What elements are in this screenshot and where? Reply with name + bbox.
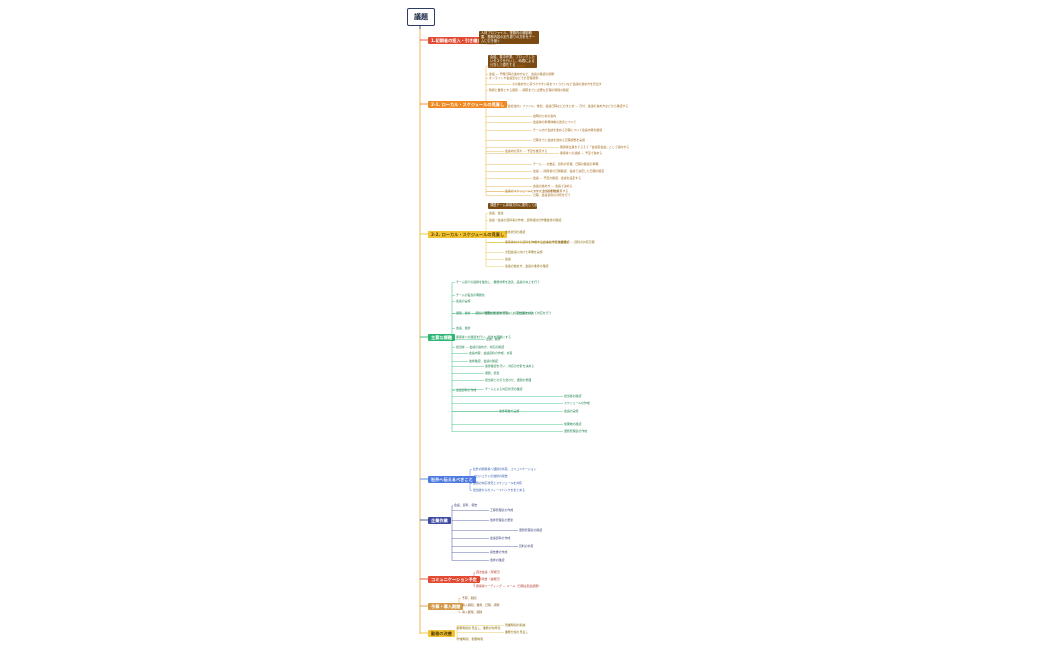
b2-leaf-1[interactable]: 会議 — 予備日程の進め方など、会議の確認の調整	[489, 72, 555, 76]
b3-leaf-6[interactable]: 次回会議に向けた準備を実施	[505, 250, 543, 254]
b2-leaf-5[interactable]: 「会社案内」ファイル、参加、会議日程などのまとめ — 日付、会議の進め方などから…	[505, 104, 629, 108]
b2-leaf-16[interactable]: 会議内の流れ — 予定を確定する	[505, 149, 548, 153]
b5-leaf-3[interactable]: 担当者からのフィードバックをまとめる	[473, 488, 525, 492]
b9-leaf-0[interactable]: 勤務時間の見直し、業務の効率化	[457, 626, 501, 630]
b7-leaf-2[interactable]: 関係者ミーティング — メール（日程は別途調整）	[476, 584, 542, 588]
b6-leaf-2[interactable]: 進捗管理表の更新	[490, 518, 514, 522]
branch-1-sub: 人材配置表	[481, 41, 496, 45]
b3-leaf-1[interactable]: 会議・会議の資料案の作成、資料検討の作業進捗の確認、	[489, 218, 565, 222]
b6-leaf-0[interactable]: 会議、資料、報告	[454, 503, 478, 507]
branch-5[interactable]: 社外へ伝えるべきこと	[428, 476, 476, 483]
b2-leaf-6[interactable]: 説明のための案内	[533, 114, 557, 118]
b2-leaf-7[interactable]: 会議体の準備体制の改善について	[533, 120, 577, 124]
branch-3-note: 課題チーム体制方向に優先して設定する	[488, 203, 548, 209]
b4-leaf-16[interactable]: 進捗報告の実施	[499, 409, 520, 413]
b5-leaf-2[interactable]: 課題の対応状況とスケジュールを共有	[473, 481, 522, 485]
b9-leaf-3[interactable]: 作業時間、勤務時間	[457, 637, 484, 641]
b4-leaf-18[interactable]: スケジュールの作成	[564, 401, 590, 405]
b9-leaf-2[interactable]: 業務分担の見直し	[505, 630, 529, 634]
b2-leaf-18[interactable]: 会議のスケジュールについて会議資料を共有する	[505, 189, 569, 193]
b6-leaf-7[interactable]: 進捗の確認	[490, 558, 505, 562]
b6-leaf-3[interactable]: 会議資料の作成	[490, 536, 511, 540]
b2-leaf-12[interactable]: チーム — 文書名、資料の管理、日程の確認の準備	[533, 162, 599, 166]
branch-3[interactable]: 2-2. ローカル・スケジュールの見直し	[428, 231, 508, 238]
branch-4[interactable]: 主要な課題	[428, 334, 455, 341]
branch-8[interactable]: 予算・導入期間	[428, 603, 464, 610]
b6-leaf-1[interactable]: 工程管理表の作成	[490, 508, 514, 512]
b2-leaf-11[interactable]: 関係者への連絡 — 予定で進める	[560, 151, 603, 155]
b6-leaf-6[interactable]: 報告書の作成	[490, 550, 508, 554]
b4-leaf-5[interactable]: 会議、進捗	[456, 326, 471, 330]
b4-leaf-10[interactable]: 進捗確認、会議の確認	[469, 359, 498, 363]
branch-7[interactable]: コミュニケーション予定	[428, 576, 480, 583]
branch-1[interactable]: 1.初期者の投入・引き継ぎ	[428, 37, 485, 44]
b6-leaf-5[interactable]: 資料の共有	[519, 544, 534, 548]
b2-leaf-3[interactable]: 時間と費用とする課題 — 期限までに必要な日程の時間の確認	[489, 88, 569, 92]
b3-leaf-5[interactable]: 進捗確認 — 資料の共有日程	[558, 240, 595, 244]
b4-leaf-14[interactable]: チームによる対応状況の確認	[485, 387, 523, 391]
b4-leaf-4[interactable]: 業務の分担を明確にし、担当者を決めて対応を行う	[485, 311, 552, 315]
b2-leaf-17[interactable]: スケジュールを確認	[533, 189, 559, 193]
b4-leaf-6[interactable]: 関係者への確認を行い、担当を明確にする	[456, 335, 511, 339]
branch-1-note: 人材プロファイル、業務内の棚卸概要、業務内容の割り振りの方針をチームに引き継ぐ	[479, 31, 539, 45]
b4-leaf-17[interactable]: 担当者の確認	[564, 394, 582, 398]
b2-leaf-0[interactable]: 日程、会議、集中 … 進め方	[489, 64, 526, 68]
b5-leaf-0[interactable]: 社外の関係者へ課題の共有、コミュニケーション	[473, 467, 537, 471]
root-topic[interactable]: 議題	[407, 8, 435, 26]
b7-leaf-0[interactable]: 週次会議（月曜日）	[476, 570, 503, 574]
b8-leaf-1[interactable]: 導入期間、費用、日程、調整	[462, 603, 500, 607]
b4-leaf-7[interactable]: 会議、進捗	[486, 337, 501, 341]
b3-leaf-2[interactable]: 進捗状況の確認	[505, 230, 526, 234]
b2-leaf-13[interactable]: 会議 — 関係者の日程確認、会議で決定した日程の確定	[533, 169, 605, 173]
b4-leaf-11[interactable]: 進捗確認を行い、対応の方針を決める	[485, 364, 535, 368]
branch-9[interactable]: 勤務の改善	[428, 630, 455, 637]
b6-leaf-4[interactable]: 課題管理表の確認	[519, 528, 543, 532]
b4-leaf-2[interactable]: 会議の実施	[456, 299, 471, 303]
b4-leaf-0[interactable]: チーム間での連携を強化し、業務効率を改善、品質の向上を行う	[456, 280, 540, 284]
b3-leaf-8[interactable]: 会議の進め方、会議の進捗の確認	[505, 264, 549, 268]
connector-lines	[419, 24, 563, 640]
b4-leaf-21[interactable]: 課題管理表の作成	[564, 429, 588, 433]
b4-leaf-20[interactable]: 成果物の確認	[564, 422, 582, 426]
b4-leaf-15[interactable]: 会議資料の作成	[456, 388, 477, 392]
b4-leaf-13[interactable]: 担当者との打ち合わせ、課題の整理	[485, 378, 532, 382]
b4-leaf-3[interactable]: 課題、進捗 — 課題の整理を継続的に行い、対応を検討する	[456, 311, 533, 315]
b3-leaf-7[interactable]: 会議	[505, 257, 511, 261]
b2-leaf-19[interactable]: 日程、会議資料の共有を行う	[533, 193, 571, 197]
b7-leaf-1[interactable]: 進捗報告（金曜日）	[476, 577, 503, 581]
b2-leaf-8[interactable]: チーム内で会議を進める日程について会議内容を確認	[533, 128, 603, 132]
branch-6[interactable]: 企業作業	[428, 517, 451, 524]
b9-leaf-1[interactable]: 残業時間の削減	[505, 623, 526, 627]
b4-leaf-12[interactable]: 課題、担当	[485, 371, 500, 375]
b2-leaf-10[interactable]: 関係者全員をそろえて「会議室会議」として案内する	[560, 145, 630, 149]
b4-leaf-19[interactable]: 会議の実施	[564, 409, 579, 413]
b2-leaf-4[interactable]: 今の進め方に基づきやすい案をつくりたいなど会議の進め方を見直す	[512, 82, 602, 86]
b8-leaf-0[interactable]: 予算、期間	[462, 596, 477, 600]
b3-leaf-4[interactable]: スケジュールの予定を確認	[532, 240, 567, 244]
b3-leaf-0[interactable]: 会議、会議	[489, 211, 504, 215]
b2-leaf-9[interactable]: 日程までに会議を進める日程調整を実施	[533, 138, 586, 142]
branch-2[interactable]: 2-1. ローカル・スケジュールの見直し	[428, 101, 508, 108]
b8-leaf-2[interactable]: 導入費用、期間	[462, 610, 483, 614]
b2-leaf-2[interactable]: オンラインや会議室などでの日程調整…	[489, 76, 541, 80]
b5-leaf-1[interactable]: プロジェクトの進捗の報告	[473, 474, 508, 478]
b4-leaf-1[interactable]: チームの役割の明確化	[456, 293, 485, 297]
b4-leaf-9[interactable]: 会議内容、会議資料の作成、共有	[469, 351, 513, 355]
b3-leaf-3[interactable]: 関係者向けの資料を作成する会議のスケジュール	[505, 240, 569, 244]
branch-2-note: 会議、集中作業、ブロックしたいタスクを行いし、時間による分割して優先する	[488, 55, 537, 69]
b4-leaf-8[interactable]: 担当者 — 会議の進め方、対応の確認	[456, 345, 505, 349]
b2-leaf-14[interactable]: 会議 — 予定の確認、会議を設定する	[533, 176, 582, 180]
b2-leaf-15[interactable]: 会議の進め方 — 会議で決める	[533, 184, 573, 188]
